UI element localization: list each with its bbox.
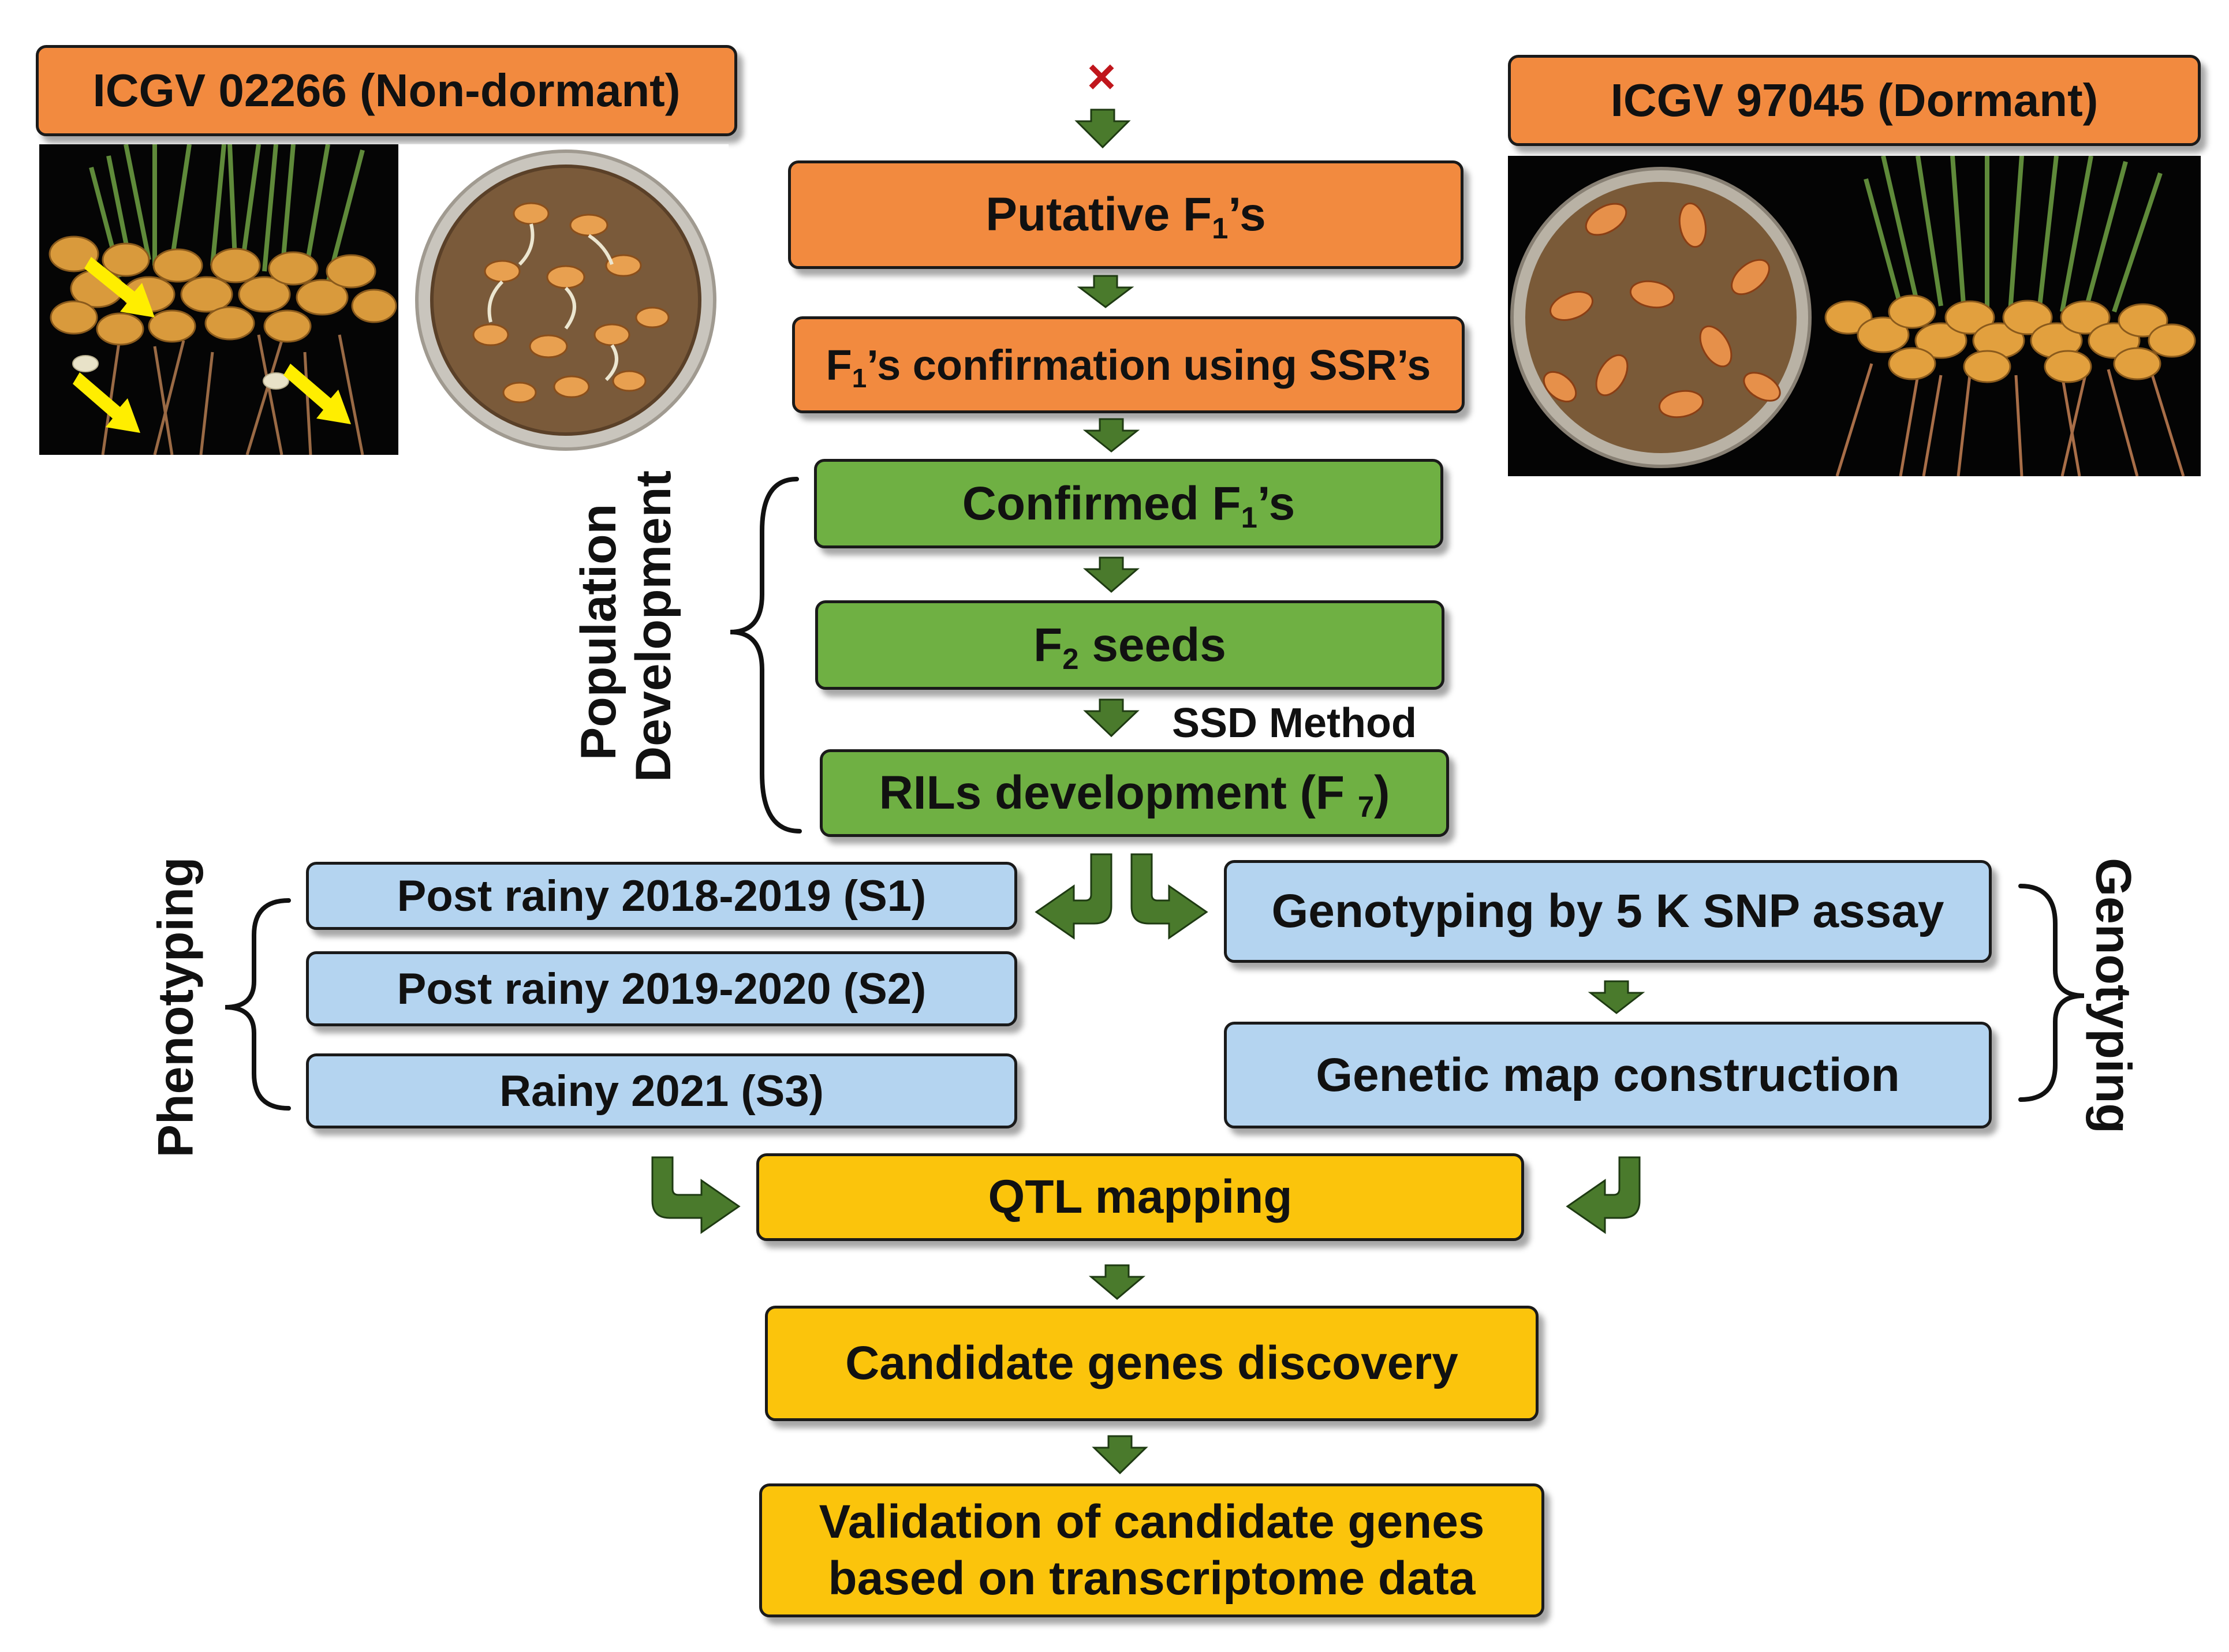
population-brace xyxy=(730,477,802,834)
non-dormant-petri-dish-photo xyxy=(398,144,729,455)
bent-arrow-genotyping-to-qtl xyxy=(1566,1156,1641,1234)
down-arrow xyxy=(1082,418,1140,453)
f1-confirmation-box: F1’s confirmation using SSR’s xyxy=(792,316,1465,413)
f2-seeds-box: F2 seeds xyxy=(815,600,1444,690)
ssd-method-label: SSD Method xyxy=(1172,700,1417,746)
down-arrow xyxy=(1588,980,1645,1014)
phenotyping-s2-box: Post rainy 2019-2020 (S2) xyxy=(306,951,1017,1026)
validation-box: Validation of candidate genes based on t… xyxy=(759,1483,1544,1617)
down-arrow xyxy=(1074,109,1131,149)
genetic-map-box: Genetic map construction xyxy=(1224,1022,1992,1128)
parent-label-dormant: ICGV 97045 (Dormant) xyxy=(1508,55,2201,146)
phenotyping-brace xyxy=(225,898,291,1111)
yellow-indicator-arrows xyxy=(73,257,351,433)
genotyping-snp-box: Genotyping by 5 K SNP assay xyxy=(1224,860,1992,963)
down-arrow xyxy=(1083,698,1140,738)
dormant-plant-photo xyxy=(1814,156,2201,476)
bent-arrow-to-phenotyping xyxy=(1035,853,1112,940)
bent-arrows xyxy=(651,853,1641,1234)
down-arrow xyxy=(1088,1264,1146,1300)
phenotyping-s1-box: Post rainy 2018-2019 (S1) xyxy=(306,862,1017,930)
qtl-mapping-box: QTL mapping xyxy=(756,1153,1524,1241)
braces xyxy=(225,477,2085,1111)
cross-symbol: × xyxy=(1087,49,1117,104)
confirmed-f1-box: Confirmed F1’s xyxy=(814,459,1443,548)
down-arrow xyxy=(1082,556,1140,593)
bent-arrow-phenotyping-to-qtl xyxy=(651,1156,741,1234)
bent-arrow-to-genotyping xyxy=(1130,853,1208,940)
genotyping-brace xyxy=(2018,884,2085,1102)
putative-f1-box: Putative F1’s xyxy=(788,160,1463,269)
rils-development-box: RILs development (F 7) xyxy=(820,749,1449,837)
parent-label-non-dormant: ICGV 02266 (Non-dormant) xyxy=(36,45,737,136)
down-arrow xyxy=(1077,275,1134,308)
down-arrow xyxy=(1092,1435,1148,1475)
non-dormant-plant-photo xyxy=(39,144,400,455)
down-arrows xyxy=(1074,109,1645,1475)
dormant-petri-dish-photo xyxy=(1508,156,1814,476)
phenotyping-s3-box: Rainy 2021 (S3) xyxy=(306,1053,1017,1128)
candidate-genes-box: Candidate genes discovery xyxy=(765,1306,1539,1421)
